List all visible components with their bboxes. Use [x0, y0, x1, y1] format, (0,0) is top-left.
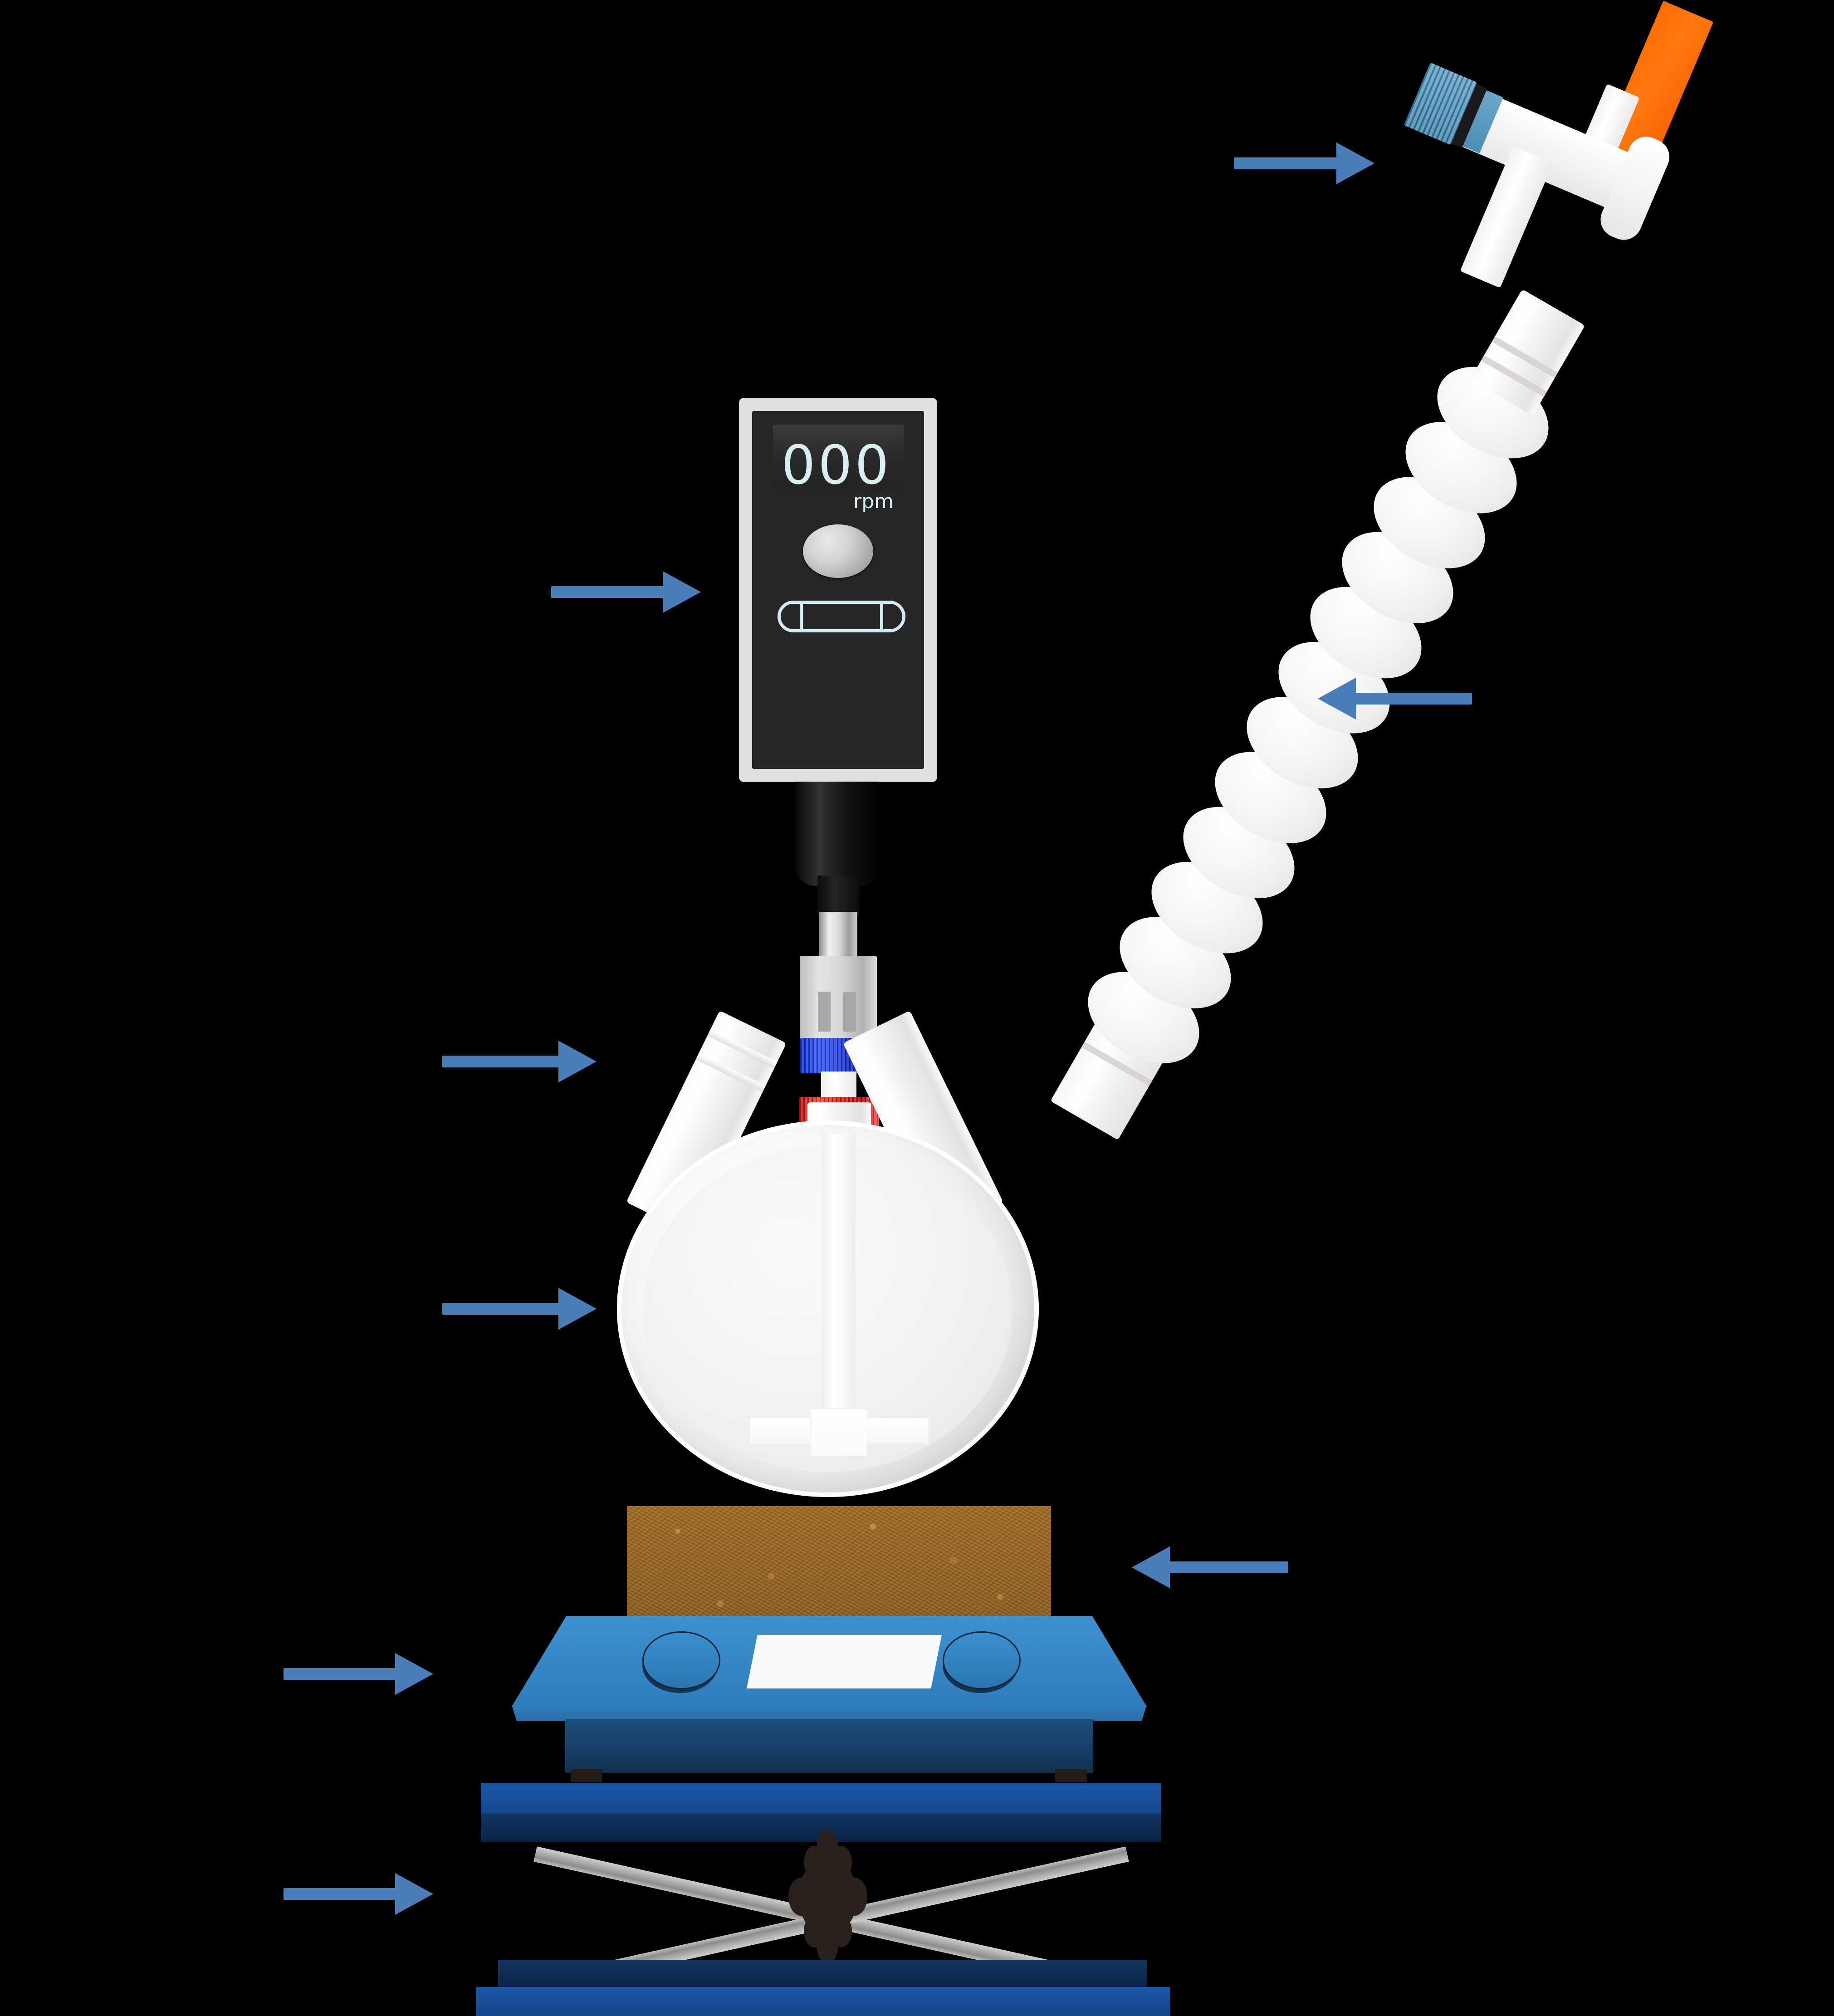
lab-jack-base[interactable]	[476, 1987, 1170, 2016]
stir-knob[interactable]	[943, 1631, 1021, 1689]
rpm-unit-label: rpm	[853, 490, 894, 513]
heat-knob[interactable]	[642, 1631, 720, 1689]
stopcock-lower-arm	[1460, 146, 1554, 288]
rpm-display: 000 rpm	[773, 425, 904, 512]
hotplate-body	[565, 1719, 1093, 1773]
lab-jack-top-platform[interactable]	[481, 1783, 1161, 1815]
stirrer-shaft	[822, 1134, 856, 1424]
hotplate-front-lip	[512, 1705, 1147, 1721]
motor-stem	[817, 876, 859, 916]
stirrer-chuck	[819, 912, 857, 959]
hotplate-foot-right	[1055, 1769, 1087, 1782]
stirrer-motor-housing	[795, 782, 881, 886]
lab-jack[interactable]	[476, 1783, 1184, 2016]
shaft-gap	[821, 1072, 856, 1099]
stirrer-controller[interactable]: 000 rpm	[739, 398, 937, 782]
gas-inlet-adapter	[1388, 0, 1714, 288]
hotplate-control-panel[interactable]	[747, 1635, 942, 1688]
lab-jack-base-plate	[498, 1960, 1147, 1988]
height-adjust-knob[interactable]	[788, 1830, 867, 1964]
stirrer-paddle-hub	[810, 1408, 867, 1456]
allihn-condenser	[1025, 281, 1608, 1155]
cork-sand-bath	[627, 1506, 1051, 1620]
speed-knob-icon[interactable]	[803, 524, 873, 578]
bearing-collar	[800, 956, 877, 1040]
hotplate-stirrer[interactable]	[512, 1616, 1147, 1782]
hotplate-foot-left	[571, 1769, 602, 1782]
rpm-value: 000	[781, 434, 892, 496]
power-switch[interactable]	[778, 601, 905, 632]
controller-faceplate: 000 rpm	[752, 411, 924, 769]
